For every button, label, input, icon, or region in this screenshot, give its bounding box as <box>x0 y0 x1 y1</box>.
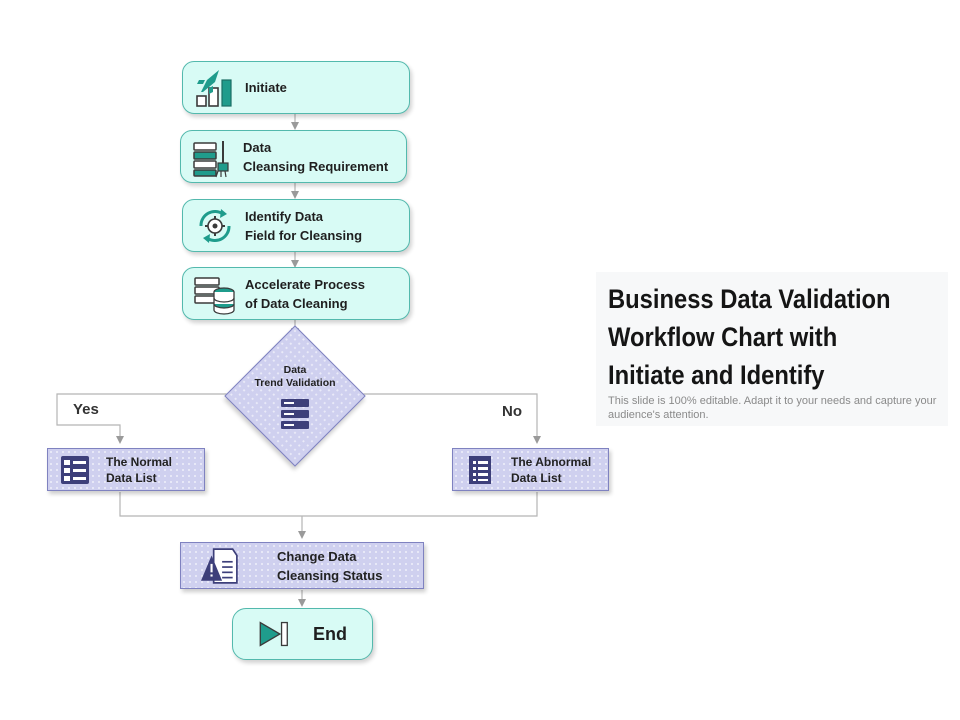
step-identify-line2: Field for Cleansing <box>245 227 363 243</box>
step-identify-line1: Identify Data <box>245 208 324 224</box>
decision-line1: Data <box>283 364 307 376</box>
step-initiate-label: Initiate <box>245 80 287 95</box>
page-subtitle: This slide is 100% editable. Adapt it to… <box>608 395 937 421</box>
end-label: End <box>313 623 347 644</box>
no-branch-label: No <box>502 403 522 420</box>
server-stack-icon <box>281 399 309 429</box>
step-accelerate-line1: Accelerate Process <box>245 276 365 292</box>
warning-document-icon <box>201 547 238 584</box>
step-identify-data-field[interactable]: Identify Data Field for Cleansing <box>182 199 410 252</box>
document-list-icon <box>469 455 491 484</box>
abnormal-line1: The Abnormal <box>511 454 592 469</box>
step-accelerate-process[interactable]: Accelerate Process of Data Cleaning <box>182 267 410 320</box>
abnormal-data-list[interactable]: The Abnormal Data List <box>452 448 609 491</box>
yes-branch-label: Yes <box>73 401 99 418</box>
step-accelerate-line2: of Data Cleaning <box>245 295 348 311</box>
play-end-icon <box>259 621 288 647</box>
server-cleaning-icon <box>193 140 229 177</box>
step-requirement-line2: Cleansing Requirement <box>243 158 389 174</box>
title-line1: Business Data Validation <box>608 284 891 314</box>
change-data-cleansing-status[interactable]: Change Data Cleansing Status <box>180 542 424 589</box>
decision-diamond-shape <box>224 325 366 467</box>
end-terminal[interactable]: End <box>232 608 373 660</box>
rocket-growth-chart-icon <box>196 69 232 107</box>
connector-merge <box>119 492 538 517</box>
step-data-cleansing-requirement[interactable]: Data Cleansing Requirement <box>180 130 407 183</box>
title-line2: Workflow Chart with <box>608 322 838 352</box>
checklist-icon <box>61 455 89 484</box>
page-title: Business Data Validation Workflow Chart … <box>608 280 904 394</box>
decision-line2: Trend Validation <box>254 377 336 389</box>
change-status-label: Change Data Cleansing Status <box>277 547 382 585</box>
normal-line2: Data List <box>106 470 157 485</box>
step-accelerate-process-label: Accelerate Process of Data Cleaning <box>245 275 365 313</box>
normal-data-list-label: The Normal Data List <box>106 454 172 486</box>
step-data-cleansing-requirement-label: Data Cleansing Requirement <box>243 138 388 176</box>
decision-label: Data Trend Validation <box>235 364 355 390</box>
database-server-icon <box>194 276 235 315</box>
abnormal-data-list-label: The Abnormal Data List <box>511 454 591 486</box>
title-line3: Initiate and Identify <box>608 360 825 390</box>
step-requirement-line1: Data <box>243 139 272 155</box>
gear-cycle-icon <box>199 208 231 243</box>
decision-data-trend-validation[interactable]: Data Trend Validation <box>224 325 366 467</box>
normal-data-list[interactable]: The Normal Data List <box>47 448 205 491</box>
step-initiate[interactable]: Initiate <box>182 61 410 114</box>
abnormal-line2: Data List <box>511 470 562 485</box>
step-identify-data-field-label: Identify Data Field for Cleansing <box>245 207 362 245</box>
title-card: Business Data Validation Workflow Chart … <box>596 272 948 426</box>
normal-line1: The Normal <box>106 454 173 469</box>
change-line2: Cleansing Status <box>277 567 383 583</box>
change-line1: Change Data <box>277 548 357 564</box>
